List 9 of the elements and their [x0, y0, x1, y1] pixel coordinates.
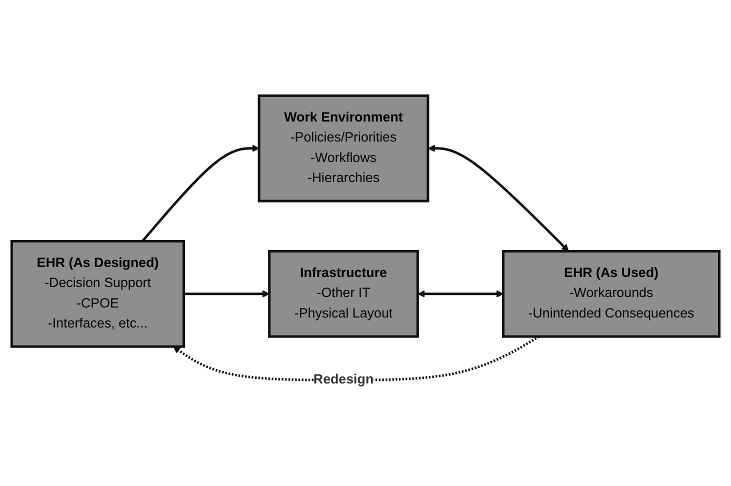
node-box: Infrastructure -Other IT -Physical Layout: [268, 250, 419, 338]
node-box: Work Environment -Policies/Priorities -Workflows -Hierarchies: [258, 94, 430, 202]
arrow: [142, 144, 260, 242]
node-box: EHR (As Used) -Workarounds -Unintended Consequences: [502, 250, 721, 338]
edge-label: Redesign: [313, 372, 374, 387]
arrow: [184, 290, 270, 298]
arrow: [428, 144, 569, 252]
node-box: EHR (As Designed) -Decision Support -CPOE -Interfaces, etc...: [10, 240, 186, 348]
arrow: [418, 290, 504, 298]
